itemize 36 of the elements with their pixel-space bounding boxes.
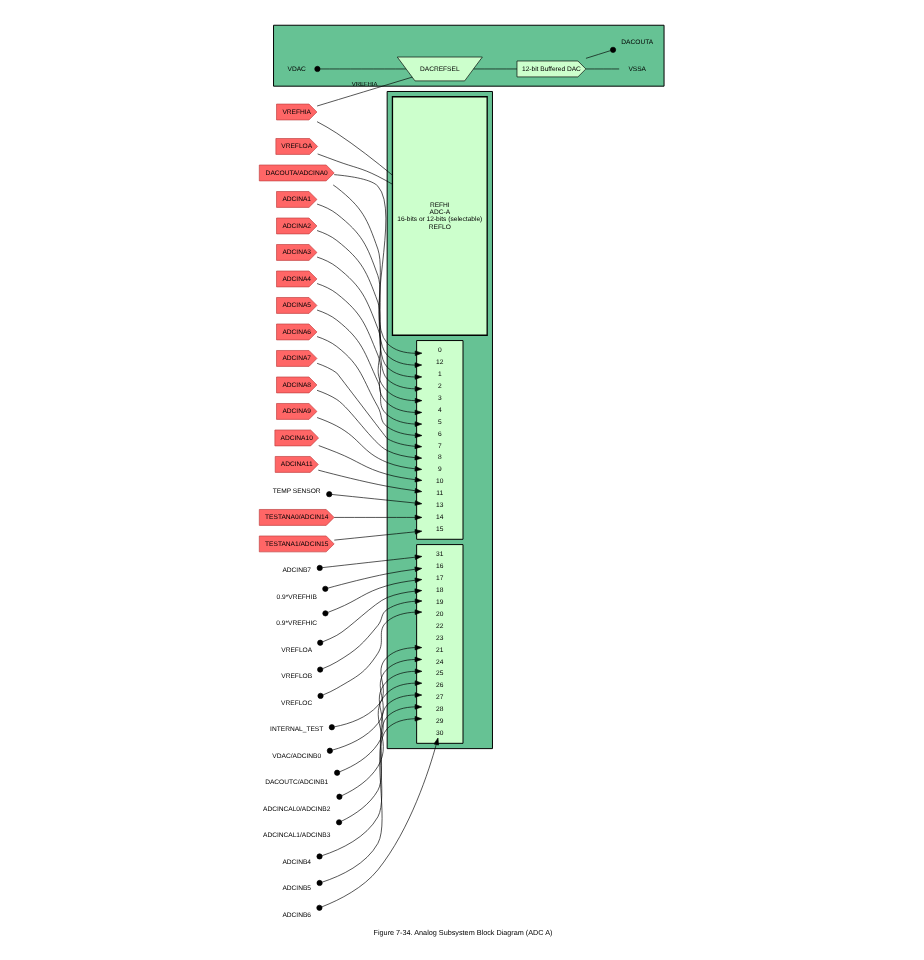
- cluster: [272, 24, 664, 87]
- arrow: [315, 256, 422, 404]
- arrow: [315, 390, 422, 461]
- arrow: [315, 309, 422, 427]
- arrow: [315, 230, 422, 392]
- arrow: [325, 656, 422, 754]
- arrow: [335, 680, 422, 800]
- arrow: [315, 283, 422, 416]
- arrow: [321, 566, 422, 592]
- arrow: [321, 577, 422, 617]
- connector: [313, 66, 406, 72]
- arrow: [315, 363, 421, 449]
- arrow: [315, 554, 422, 571]
- connector: [584, 46, 616, 59]
- arrow: [316, 588, 422, 646]
- connector: [315, 121, 392, 176]
- arrow: [332, 529, 422, 541]
- connector: [316, 153, 392, 185]
- arrow: [315, 704, 422, 860]
- arrow: [335, 692, 422, 826]
- arrow: [317, 445, 422, 483]
- arrow: [315, 737, 438, 911]
- connector: [315, 76, 412, 107]
- arrow: [316, 469, 422, 494]
- arrow: [315, 417, 422, 472]
- arrow: [333, 668, 422, 776]
- arrow: [332, 514, 422, 521]
- arrow: [315, 716, 422, 886]
- arrow: [325, 491, 422, 506]
- arrow: [315, 203, 422, 380]
- arrow: [315, 336, 422, 438]
- connector: [472, 68, 517, 70]
- arrow: [316, 598, 422, 673]
- arrow: [327, 644, 422, 731]
- arrow: [316, 609, 422, 699]
- connector: [584, 68, 619, 70]
